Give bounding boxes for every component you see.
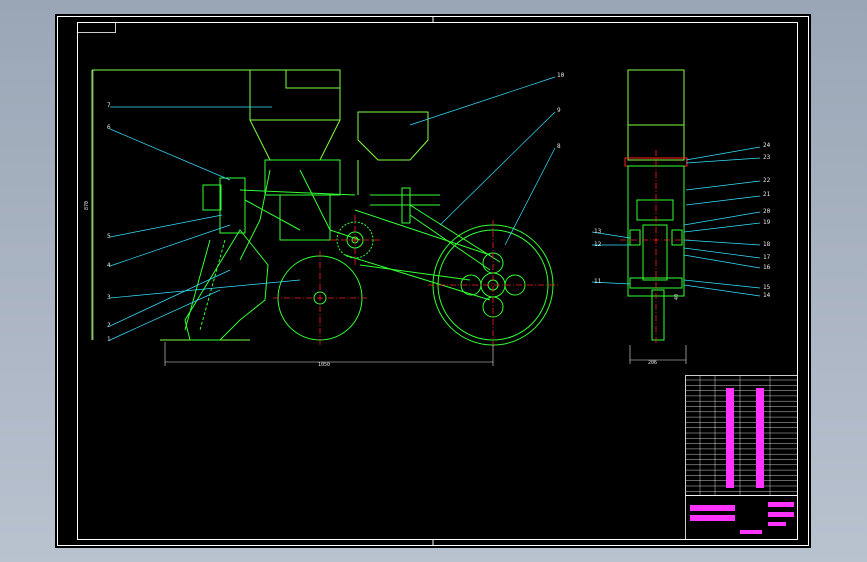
part-label-17: 17 [763, 254, 771, 261]
part-label-12: 12 [594, 241, 602, 248]
part-label-5: 5 [107, 233, 111, 240]
part-label-4: 4 [107, 262, 111, 269]
end-hopper [627, 69, 685, 161]
part-label-3: 3 [107, 294, 111, 301]
part-label-19: 19 [763, 219, 771, 226]
part-label-22: 22 [763, 177, 771, 184]
main-body [264, 159, 341, 196]
side-view [91, 69, 558, 366]
furrow-opener [184, 229, 269, 341]
part-label-1: 1 [107, 336, 111, 343]
dimension-end-width: 206 [648, 360, 657, 366]
part-label-7: 7 [107, 102, 111, 109]
dimension-end-small: 40 [674, 294, 680, 300]
inner-frame [77, 22, 798, 540]
part-label-16: 16 [763, 264, 771, 271]
dimension-side-length: 1050 [318, 362, 330, 368]
title-block [685, 375, 798, 540]
part-label-14: 14 [763, 292, 771, 299]
end-view [591, 69, 761, 364]
part-label-8: 8 [557, 143, 561, 150]
part-label-10: 10 [557, 72, 565, 79]
part-label-24: 24 [763, 142, 771, 149]
main-hopper [249, 69, 341, 161]
dimension-side-height: 870 [84, 201, 90, 210]
part-label-18: 18 [763, 241, 771, 248]
part-label-11: 11 [594, 278, 602, 285]
fertilizer-hopper [357, 111, 429, 161]
part-label-20: 20 [763, 208, 771, 215]
side-frame-outline [92, 69, 341, 105]
part-label-21: 21 [763, 191, 771, 198]
title-block-text [690, 388, 794, 534]
part-label-15: 15 [763, 284, 771, 291]
part-label-9: 9 [557, 107, 561, 114]
corner-box [77, 22, 116, 33]
part-label-2: 2 [107, 322, 111, 329]
sprocket [336, 221, 374, 259]
part-label-6: 6 [107, 124, 111, 131]
part-label-23: 23 [763, 154, 771, 161]
part-label-13: 13 [594, 228, 602, 235]
